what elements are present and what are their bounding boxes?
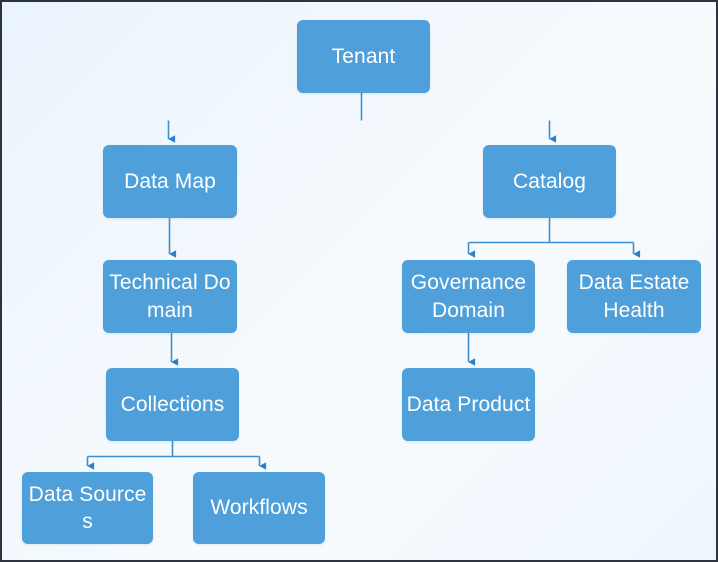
node-data-estate-health-label: Data Estate Health bbox=[578, 271, 690, 322]
node-catalog[interactable]: Catalog bbox=[483, 145, 616, 218]
node-workflows[interactable]: Workflows bbox=[193, 472, 325, 544]
node-data-estate-health[interactable]: Data Estate Health bbox=[567, 260, 701, 333]
node-tenant-label: Tenant bbox=[331, 44, 396, 68]
node-technical-domain[interactable]: Technical Domain bbox=[103, 260, 237, 333]
node-catalog-label: Catalog bbox=[512, 169, 587, 193]
node-governance-domain[interactable]: Governance Domain bbox=[402, 260, 535, 333]
node-data-product[interactable]: Data Product bbox=[402, 368, 535, 441]
node-technical-domain-label: Technical Domain bbox=[109, 271, 231, 322]
node-data-sources-label: Data Sources bbox=[28, 482, 147, 533]
node-data-product-label: Data Product bbox=[406, 392, 531, 416]
node-data-map-label: Data Map bbox=[124, 169, 216, 193]
node-tenant[interactable]: Tenant bbox=[297, 20, 430, 93]
node-data-map[interactable]: Data Map bbox=[103, 145, 237, 218]
node-governance-domain-label: Governance Domain bbox=[410, 271, 527, 322]
node-workflows-label: Workflows bbox=[210, 496, 308, 520]
node-collections-label: Collections bbox=[120, 392, 225, 416]
node-collections[interactable]: Collections bbox=[106, 368, 239, 441]
node-data-sources[interactable]: Data Sources bbox=[22, 472, 153, 544]
